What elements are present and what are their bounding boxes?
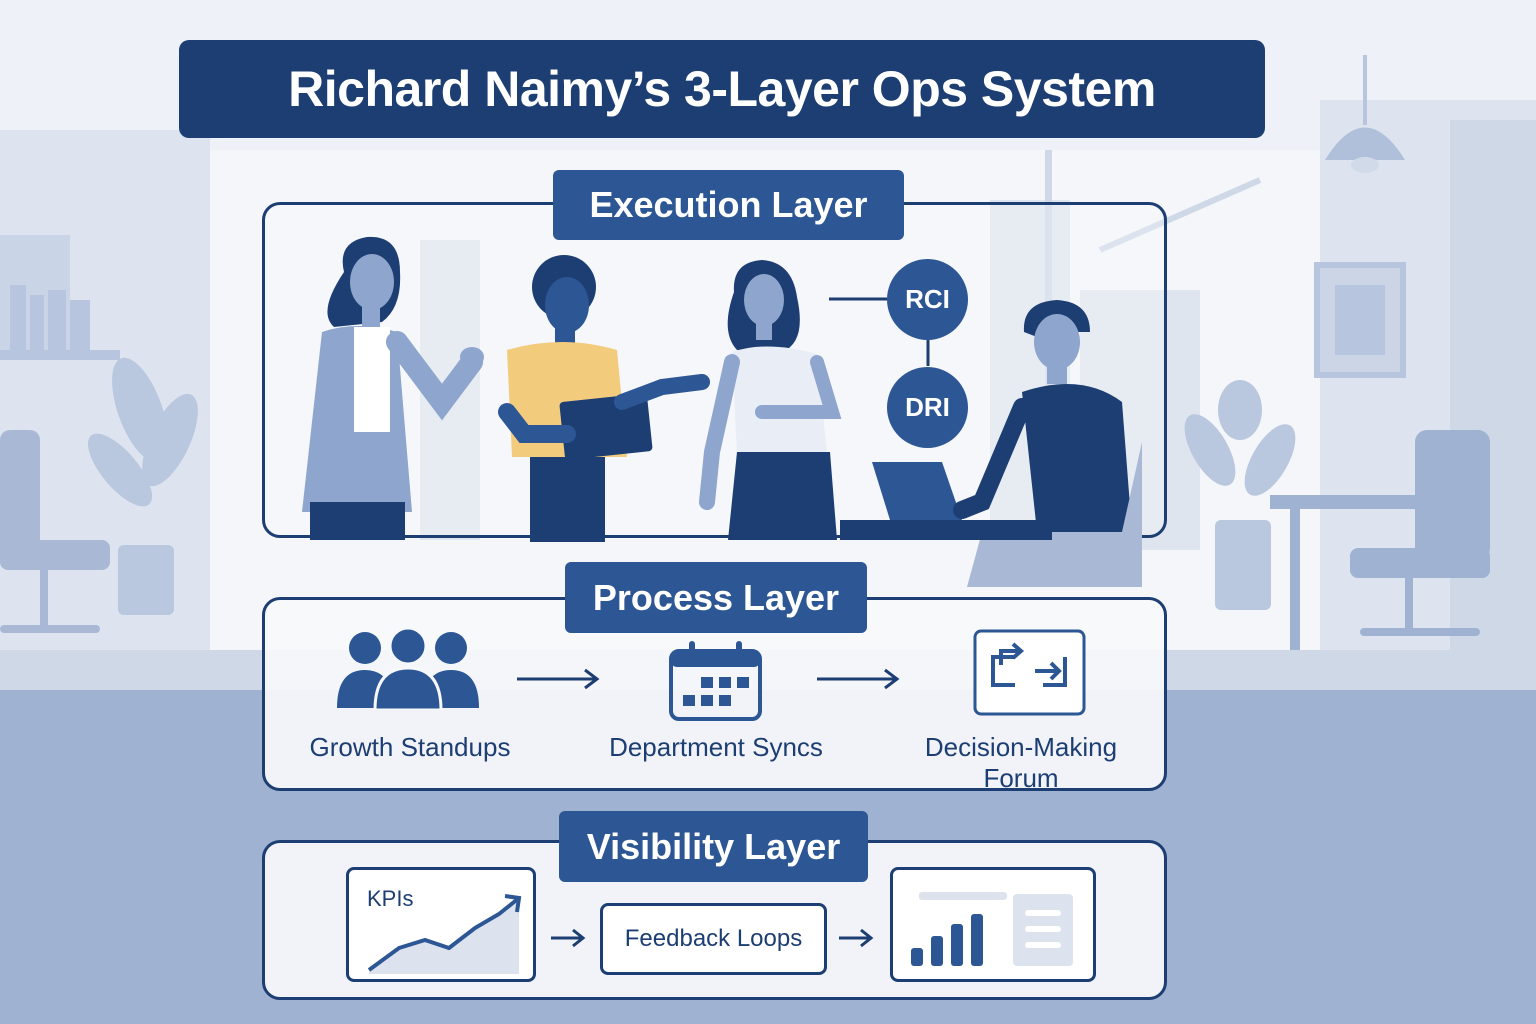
- dashboard-icon: [911, 892, 1073, 966]
- kpi-card: KPIs: [346, 867, 536, 982]
- arrow-right-icon: [839, 928, 874, 948]
- step-department-syncs: Department Syncs: [609, 732, 823, 762]
- dri-badge-label: DRI: [905, 392, 950, 422]
- person-man-yellow-shirt: [498, 255, 710, 542]
- person-woman-left: [302, 236, 484, 540]
- kpi-label: KPIs: [367, 886, 414, 911]
- arrow-right-icon: [517, 668, 600, 690]
- person-woman-middle: [699, 260, 842, 540]
- arrow-right-icon: [817, 668, 900, 690]
- process-layer-label: Process Layer: [565, 562, 867, 633]
- calendar-icon: [669, 641, 762, 721]
- team-icon: [337, 628, 479, 710]
- rci-badge: RCI: [887, 259, 968, 340]
- rci-badge-label: RCI: [905, 284, 950, 314]
- visibility-layer-label: Visibility Layer: [559, 811, 868, 882]
- step-decision-making-forum: Decision-Making Forum: [924, 732, 1118, 793]
- execution-team-illustration: [302, 236, 1142, 587]
- person-man-at-desk: [840, 300, 1142, 587]
- feedback-loops-card: Feedback Loops: [600, 903, 827, 975]
- decision-forum-icon: [973, 629, 1086, 716]
- dri-badge: DRI: [887, 367, 968, 448]
- trend-chart-icon: [367, 894, 522, 974]
- step-growth-standups: Growth Standups: [309, 732, 511, 762]
- execution-layer-label: Execution Layer: [553, 170, 904, 240]
- arrow-right-icon: [551, 928, 586, 948]
- feedback-loops-label: Feedback Loops: [624, 925, 803, 952]
- page-title: Richard Naimy’s 3-Layer Ops System: [288, 61, 1156, 117]
- page-title-bar: Richard Naimy’s 3-Layer Ops System: [179, 40, 1265, 138]
- dashboard-card: [890, 867, 1096, 982]
